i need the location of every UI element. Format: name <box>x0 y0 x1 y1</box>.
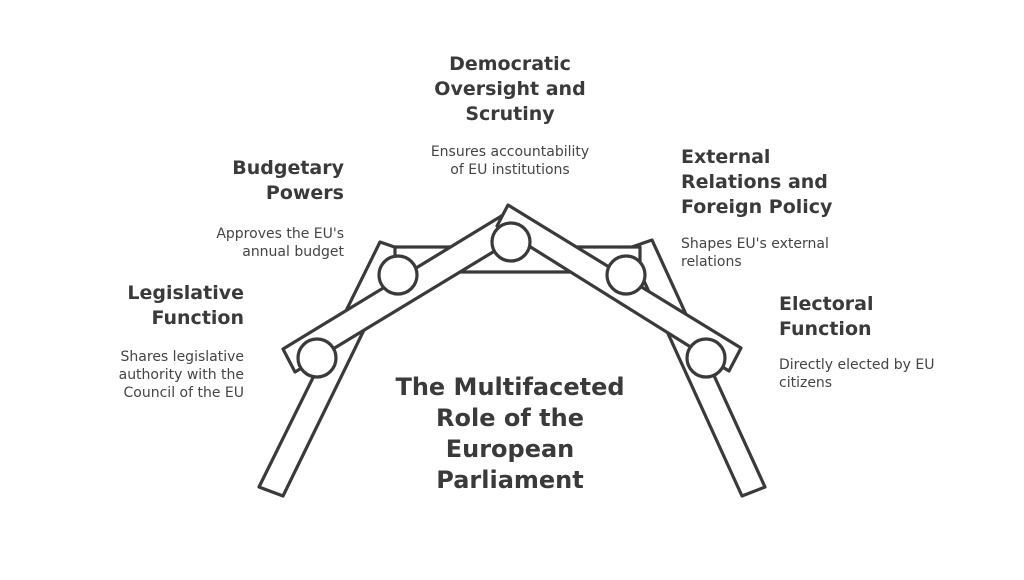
node-description: Approves the EU's annual budget <box>216 226 344 260</box>
node-title: Budgetary Powers <box>232 157 344 204</box>
node-description: Directly elected by EU citizens <box>779 357 935 391</box>
joint-democratic <box>490 221 532 263</box>
node-legislative-function: Legislative Function Shares legislative … <box>54 281 244 402</box>
joint-budgetary <box>377 254 419 296</box>
node-description: Shapes EU's external relations <box>681 236 829 270</box>
diagram-center-title: The Multifaceted Role of the European Pa… <box>395 373 625 494</box>
node-electoral-function: Electoral Function Directly elected by E… <box>779 292 979 392</box>
node-title: Electoral Function <box>779 293 874 340</box>
node-title: External Relations and Foreign Policy <box>681 146 833 218</box>
joint-legislative <box>296 337 338 379</box>
node-description: Ensures accountability of EU institution… <box>430 144 590 178</box>
joint-electoral <box>685 337 727 379</box>
node-democratic-oversight: Democratic Oversight and Scrutiny Ensure… <box>400 52 620 179</box>
node-budgetary-powers: Budgetary Powers Approves the EU's annua… <box>154 156 344 261</box>
node-title: Legislative Function <box>127 282 244 329</box>
node-title: Democratic Oversight and Scrutiny <box>434 53 586 125</box>
node-description: Shares legislative authority with the Co… <box>118 349 244 401</box>
node-external-relations: External Relations and Foreign Policy Sh… <box>681 145 911 271</box>
joint-external <box>605 254 647 296</box>
